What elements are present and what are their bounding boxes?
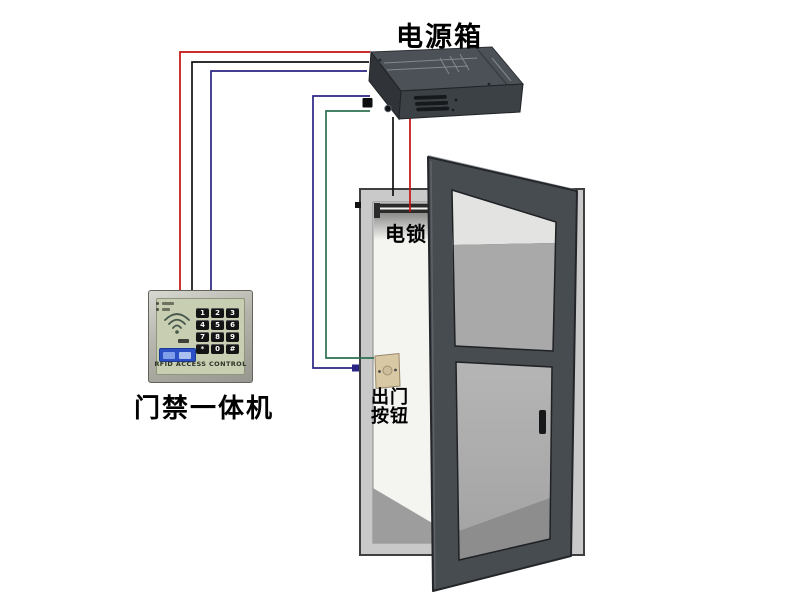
lock-bar-bottom (374, 209, 449, 214)
lock-bar-top (374, 203, 449, 208)
electric-lock-bar (374, 203, 449, 218)
exit-button-screw-right (394, 368, 397, 372)
psu-vent-dot-2 (451, 108, 455, 112)
keypad-key-0: 0 (211, 344, 224, 354)
card-badge (159, 348, 196, 362)
keypad-key-4: 4 (196, 320, 209, 330)
led-indicator-row-2 (156, 308, 170, 311)
glass-upper-gray (452, 243, 555, 351)
power-supply-label: 电源箱 (396, 22, 483, 53)
psu-screw-right (487, 82, 491, 86)
keypad-key-2: 2 (211, 308, 224, 318)
glass-lower-frame (455, 361, 553, 561)
psu-vent-slots (413, 94, 450, 112)
keypad-key-5: 5 (211, 320, 224, 330)
keypad-key-7: 7 (196, 332, 209, 342)
glass-upper-light (452, 190, 556, 245)
psu-vent-dot-1 (454, 98, 458, 102)
reader-mark (178, 339, 189, 343)
psu-jack-hole (384, 104, 392, 113)
exit-button-label: 出门 按钮 (371, 387, 409, 427)
wiring (179, 51, 411, 372)
glass-lower-floor (459, 498, 550, 560)
frame-screw (355, 202, 361, 208)
psu-print-marks (383, 53, 512, 82)
led-indicator-row-1 (156, 302, 174, 305)
wire-blue-connector (352, 364, 359, 372)
psu-screw-left (378, 58, 382, 62)
led-label-mark-1 (162, 302, 174, 305)
keypad-brand-text: RFID ACCESS CONTROL (154, 360, 247, 368)
door-panel (427, 155, 578, 592)
wire-green-power-exit-button (325, 110, 374, 359)
keypad-key-3: 3 (226, 308, 239, 318)
wire-blue-keypad-power (210, 70, 367, 290)
psu-switch (362, 98, 373, 108)
power-supply-box (362, 46, 525, 121)
exit-button-screw-left (378, 370, 381, 373)
led-dot-1 (156, 302, 159, 305)
wire-blue-power-exit-button (312, 95, 370, 369)
door-glass-upper (451, 188, 557, 352)
keypad-key-8: 8 (211, 332, 224, 342)
keypad-key-9: 9 (226, 332, 239, 342)
keypad-key-6: 6 (226, 320, 239, 330)
led-label-mark-2 (162, 308, 170, 311)
wire-black-keypad-power (191, 61, 369, 290)
card-icon-1 (163, 351, 175, 359)
psu-end-seam (477, 49, 509, 87)
rfid-contactless-icon (164, 313, 190, 334)
door-hinge-highlight (430, 160, 436, 589)
keypad-key-#: # (226, 344, 239, 354)
card-icon-2 (179, 351, 191, 359)
keypad-label: 门禁一体机 (134, 394, 275, 424)
electric-lock-label: 电锁 (385, 222, 427, 246)
exit-button-label-line1: 出门 (371, 387, 409, 408)
wire-red-keypad-power (179, 51, 370, 290)
exit-button-label-line2: 按钮 (371, 405, 409, 427)
door-lock-edge (539, 410, 546, 434)
keypad-key-1: 1 (196, 308, 209, 318)
exit-button (374, 352, 401, 390)
keypad-key-*: * (196, 344, 209, 354)
led-dot-2 (156, 308, 159, 311)
door-glass-lower (455, 361, 553, 561)
exit-button-round (382, 365, 393, 376)
lock-bracket (374, 203, 380, 218)
glass-upper-frame (451, 188, 557, 352)
